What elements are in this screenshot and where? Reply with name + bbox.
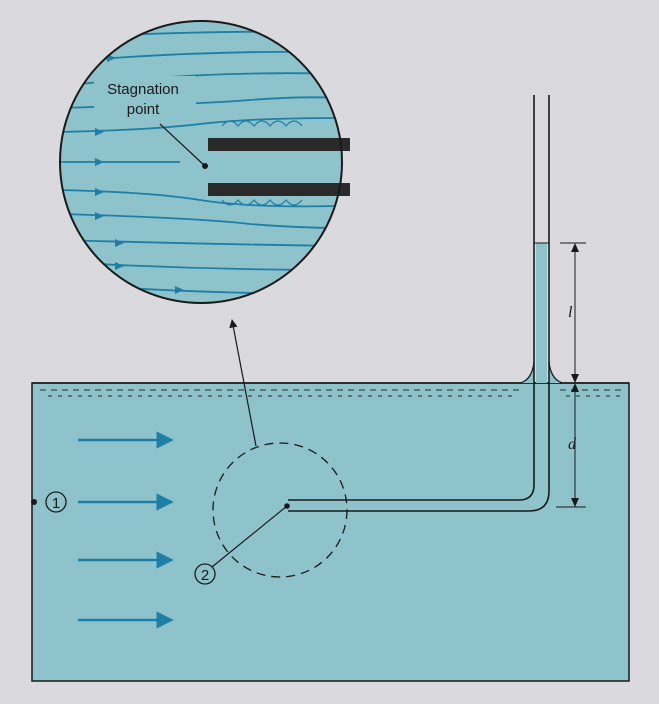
- stagnation-label-line2: point: [127, 101, 160, 118]
- probe-region-circle: [212, 442, 348, 578]
- streamline: [60, 117, 341, 133]
- station-1-label: 1: [52, 495, 60, 512]
- pitot-tube: [288, 95, 564, 512]
- dimension-d: d: [556, 382, 586, 508]
- probe-wall-bottom: [208, 183, 350, 196]
- station-2-label: 2: [201, 567, 209, 584]
- streamline: [60, 189, 341, 208]
- station-2-marker: 2: [194, 503, 290, 585]
- probe-wall-top: [208, 138, 350, 151]
- dimension-l: l: [560, 242, 586, 383]
- liquid-column: [536, 243, 547, 383]
- dimension-d-label: d: [568, 436, 577, 453]
- stagnation-label-line1: Stagnation: [107, 81, 179, 98]
- zoom-view: Stagnation point: [59, 20, 350, 304]
- zoom-leader-arrow: [229, 319, 257, 447]
- streamline: [60, 213, 341, 229]
- station-1-marker: 1: [31, 491, 67, 513]
- water-body: [31, 382, 630, 682]
- flow-arrows: [78, 431, 174, 629]
- dimension-l-label: l: [568, 304, 573, 321]
- streamline: [60, 239, 341, 247]
